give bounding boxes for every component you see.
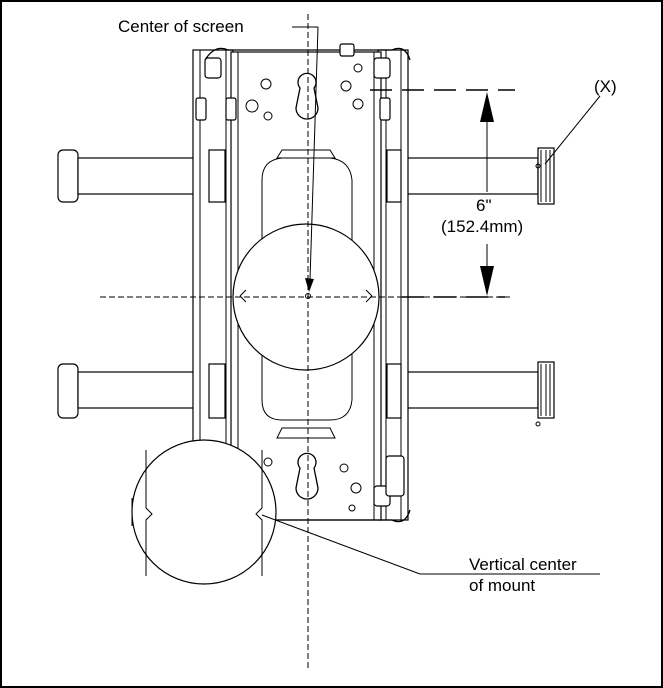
center-leader: [292, 26, 319, 292]
vertical-center-label-line2: of mount: [469, 576, 535, 595]
detail-magnifier: [131, 439, 277, 585]
dimension-inches-label: 6": [476, 196, 492, 215]
dimension-6in: [370, 89, 515, 298]
vertical-center-label-line1: Vertical center: [469, 555, 577, 574]
x-leader: [544, 95, 601, 165]
vertical-center-leader: [261, 514, 600, 575]
dimension-mm-label: (152.4mm): [441, 217, 523, 236]
x-marker-label: (X): [594, 77, 617, 96]
center-of-screen-label: Center of screen: [118, 17, 244, 36]
